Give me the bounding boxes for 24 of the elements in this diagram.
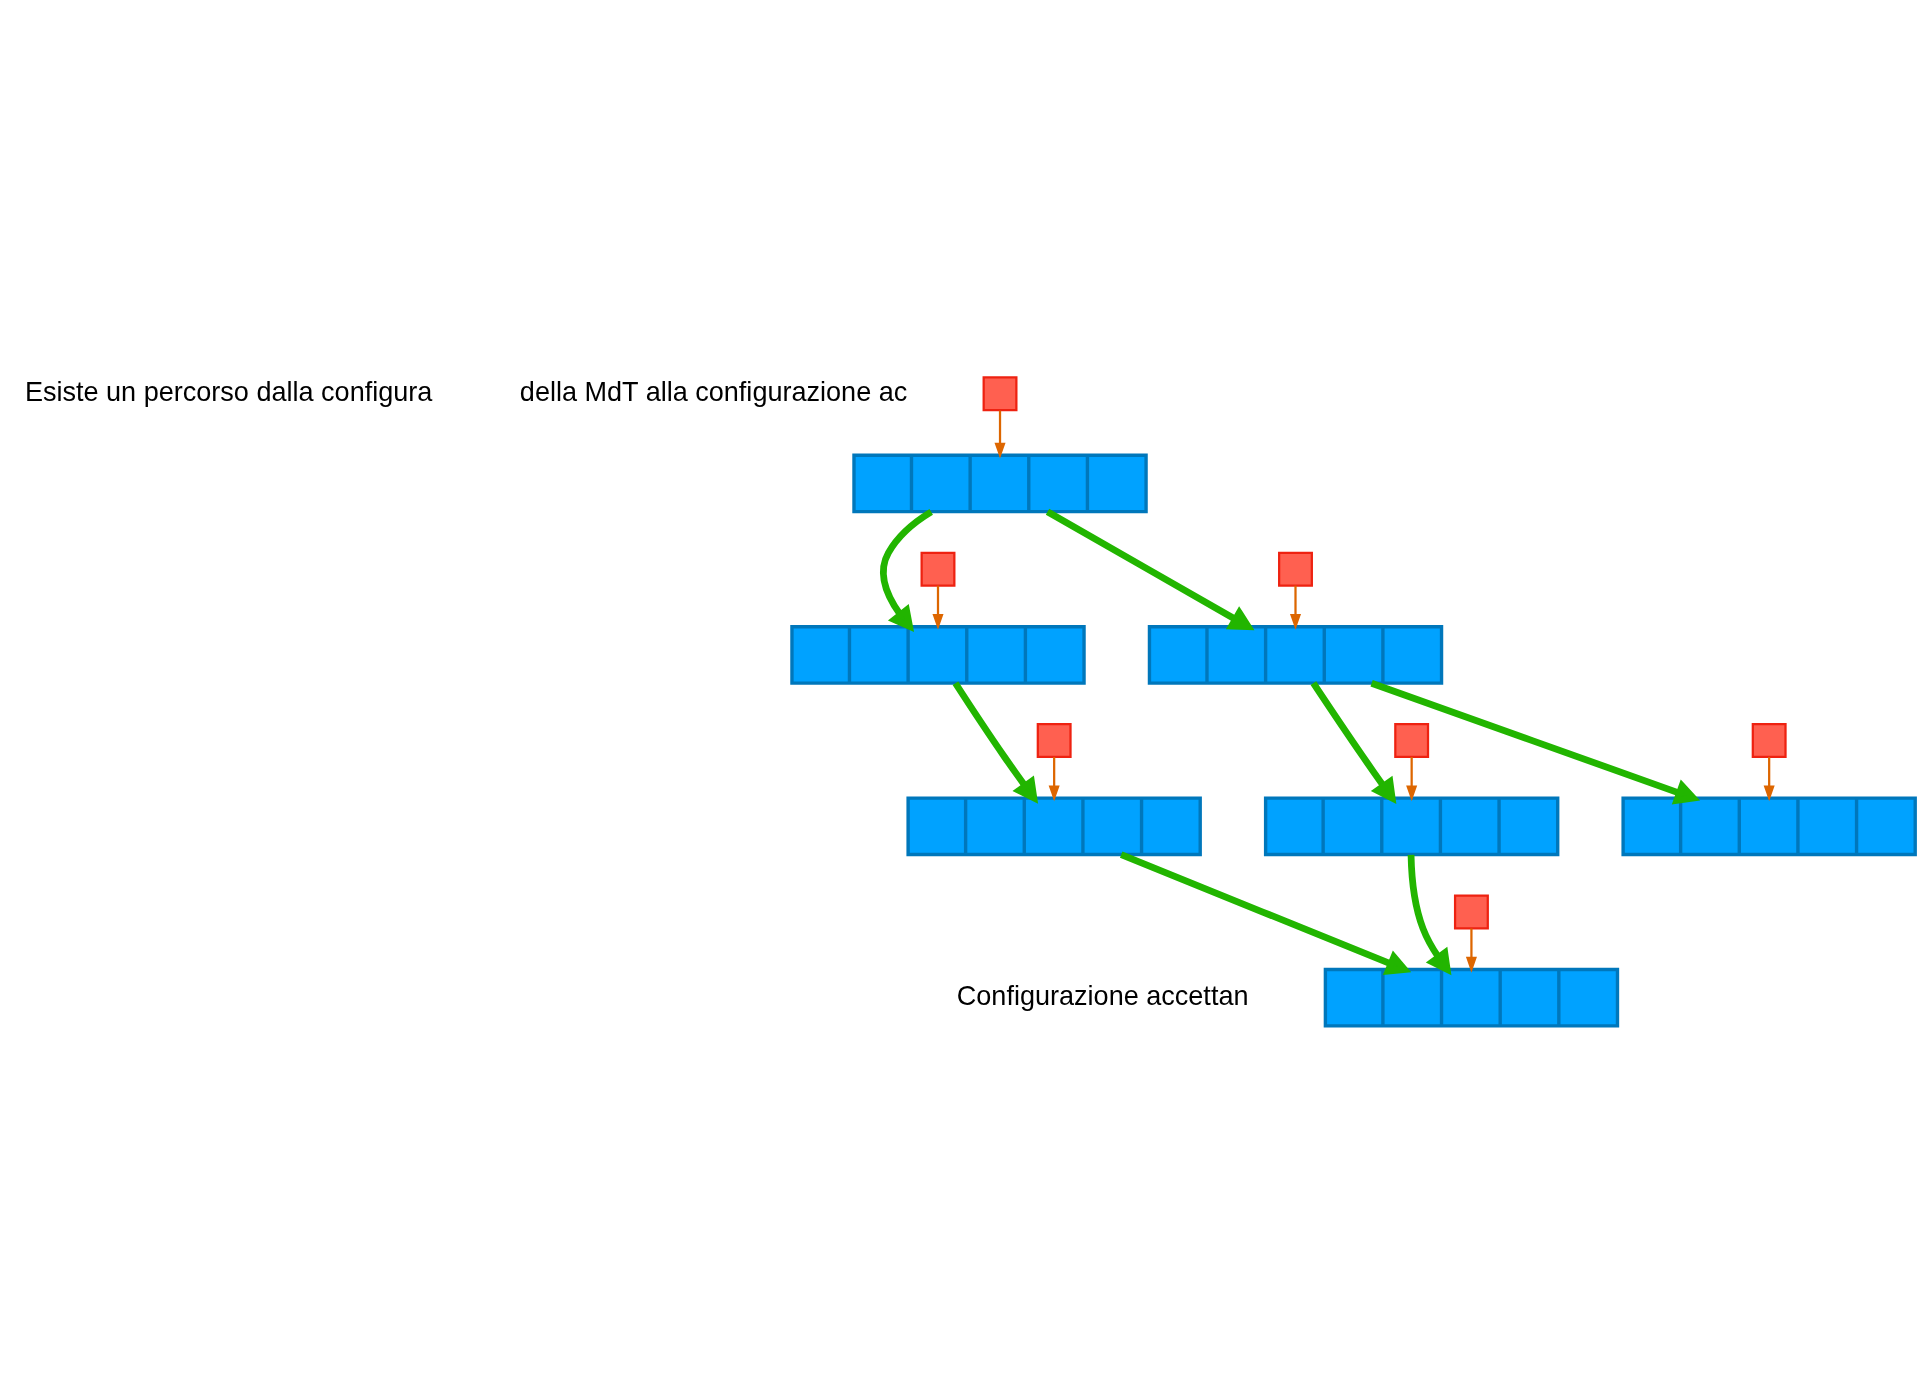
arrow (994, 410, 1006, 459)
label: della MdT alla configurazione ac (519, 376, 908, 407)
node-box (1453, 894, 1489, 930)
node-box (920, 551, 956, 587)
node-box (982, 376, 1018, 412)
arrow (1465, 928, 1477, 973)
arrow (1370, 680, 1701, 805)
arrow (1407, 854, 1452, 976)
arrow (1289, 585, 1302, 630)
arrow (952, 681, 1039, 804)
node-box (1036, 723, 1072, 759)
arrow (932, 585, 944, 630)
arrow (1406, 757, 1418, 802)
node-box (1278, 551, 1313, 587)
arrow (1045, 508, 1255, 631)
label: Configurazione accettan (956, 980, 1249, 1011)
arrow (880, 508, 933, 633)
node-box (1394, 723, 1430, 759)
arrow (1048, 757, 1060, 802)
arrow (1310, 681, 1397, 804)
arrow (1119, 851, 1412, 976)
label: Esiste un percorso dalla configura (24, 376, 433, 407)
arrow (1763, 757, 1775, 802)
node-box (1751, 723, 1787, 759)
